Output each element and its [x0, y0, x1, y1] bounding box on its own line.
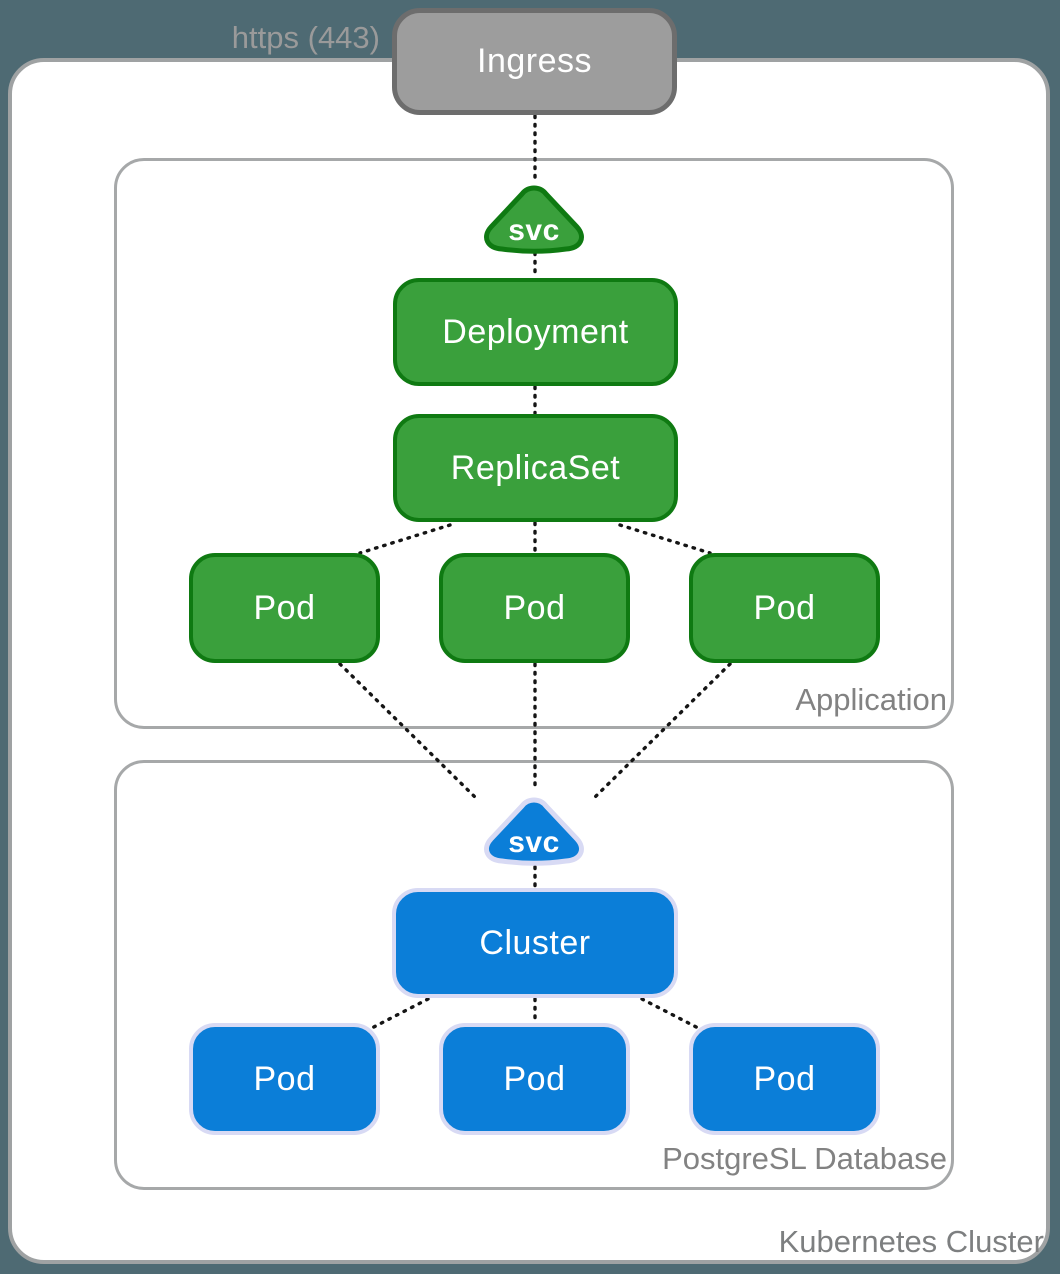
database-zone-label: PostgreSL Database: [662, 1141, 947, 1176]
db-pod-label: Pod: [503, 1059, 566, 1098]
db-pod-node: Pod: [689, 1023, 880, 1135]
app-svc-node: svc: [477, 180, 591, 254]
db-pod-node: Pod: [189, 1023, 380, 1135]
db-svc-label: svc: [508, 826, 560, 859]
app-svc-label: svc: [508, 214, 560, 247]
replicaset-label: ReplicaSet: [450, 448, 621, 487]
app-svc-shape: [484, 185, 584, 254]
db-pod-label: Pod: [253, 1059, 316, 1098]
db-cluster-node: Cluster: [392, 888, 678, 998]
db-pod-label: Pod: [753, 1059, 816, 1098]
kubernetes-cluster-label: Kubernetes Cluster: [778, 1224, 1044, 1259]
app-pod-label: Pod: [503, 588, 566, 627]
app-pod-node: Pod: [189, 553, 380, 663]
db-pod-node: Pod: [439, 1023, 630, 1135]
ingress-node: Ingress: [392, 8, 677, 115]
db-svc-shape: [484, 797, 584, 866]
application-zone-label: Application: [795, 682, 947, 717]
app-pod-node: Pod: [439, 553, 630, 663]
db-svc-node: svc: [477, 792, 591, 866]
ingress-label: Ingress: [477, 42, 592, 80]
db-cluster-label: Cluster: [479, 923, 591, 962]
deployment-node: Deployment: [393, 278, 678, 386]
replicaset-node: ReplicaSet: [393, 414, 678, 522]
app-pod-node: Pod: [689, 553, 880, 663]
app-pod-label: Pod: [753, 588, 816, 627]
https-port-label: https (443): [231, 20, 380, 55]
app-pod-label: Pod: [253, 588, 316, 627]
deployment-label: Deployment: [442, 312, 629, 351]
